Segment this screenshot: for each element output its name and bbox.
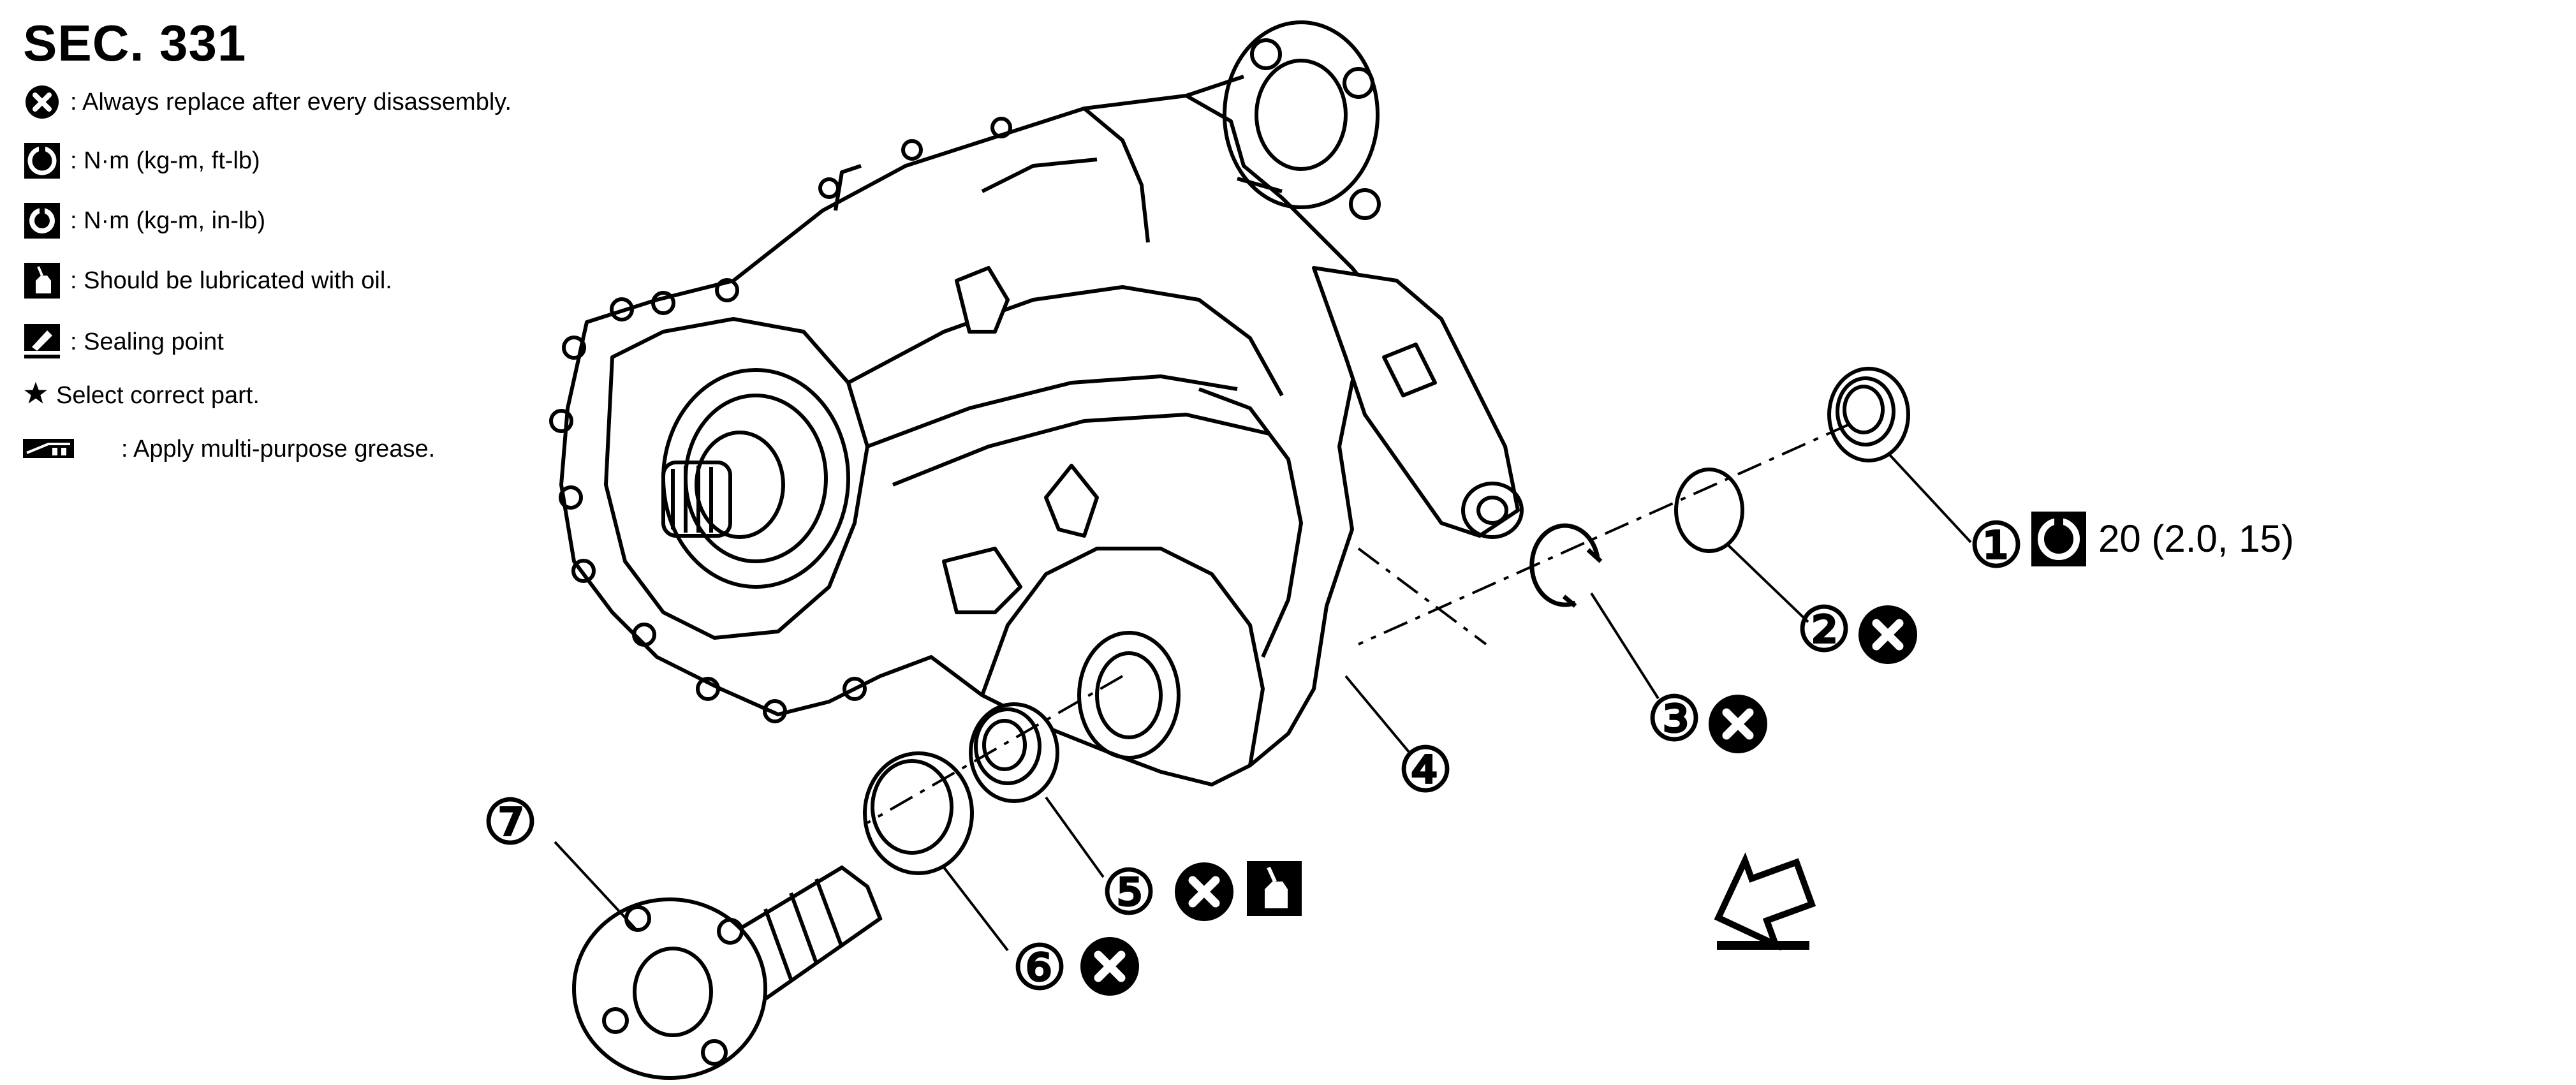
sealing-point-icon (24, 324, 60, 358)
part-6-dust-cover (863, 751, 974, 875)
callout-2-number: ② (1797, 596, 1851, 664)
part-2-o-ring (1674, 468, 1744, 553)
center-lines (867, 423, 1850, 824)
front-arrow-icon (1714, 852, 1816, 951)
callout-1-number: ① (1969, 512, 2024, 580)
legend-text: Select correct part. (56, 382, 260, 409)
part-3-snap-ring (1529, 523, 1603, 608)
torque-inlb-icon (24, 203, 60, 239)
grease-icon (23, 439, 74, 458)
star-icon (24, 381, 47, 404)
callout-1-torque-icon (2031, 512, 2086, 566)
callout-3-number: ③ (1647, 685, 1702, 753)
oil-can-icon (24, 263, 60, 299)
torque-ftlb-icon (24, 143, 60, 179)
legend-text: : Sealing point (70, 328, 224, 355)
callout-7-number: ⑦ (483, 788, 538, 857)
leader-lines (554, 452, 1972, 952)
callout-5-oil-can-icon (1247, 861, 1302, 916)
legend-text: : N·m (kg-m, in-lb) (70, 207, 266, 234)
legend-text: : Should be lubricated with oil. (70, 267, 392, 294)
part-5-oil-seal (969, 702, 1059, 803)
legend-text: : N·m (kg-m, ft-lb) (70, 147, 260, 174)
callout-5-number: ⑤ (1101, 859, 1156, 927)
part-7-companion-flange (572, 865, 883, 1080)
legend-text: : Always replace after every disassembly… (70, 89, 512, 115)
replace-icon (26, 85, 59, 119)
callout-6-replace-icon (1080, 937, 1139, 996)
callout-1-torque-value: 20 (2.0, 15) (2098, 517, 2294, 560)
callout-5-replace-icon (1175, 862, 1233, 921)
callout-2-replace-icon (1858, 605, 1917, 664)
section-title: SEC. 331 (23, 15, 247, 71)
part-1-oil-seal (1827, 367, 1910, 462)
callout-3-replace-icon (1709, 695, 1767, 753)
callout-numbers: ① ② ③ ④ ⑤ ⑥ ⑦ (483, 512, 2024, 1002)
legend-text: : Apply multi-purpose grease. (121, 436, 436, 462)
callout-4-number: ④ (1398, 736, 1453, 804)
transfer-case-body (549, 20, 1524, 786)
callout-6-number: ⑥ (1012, 934, 1067, 1002)
